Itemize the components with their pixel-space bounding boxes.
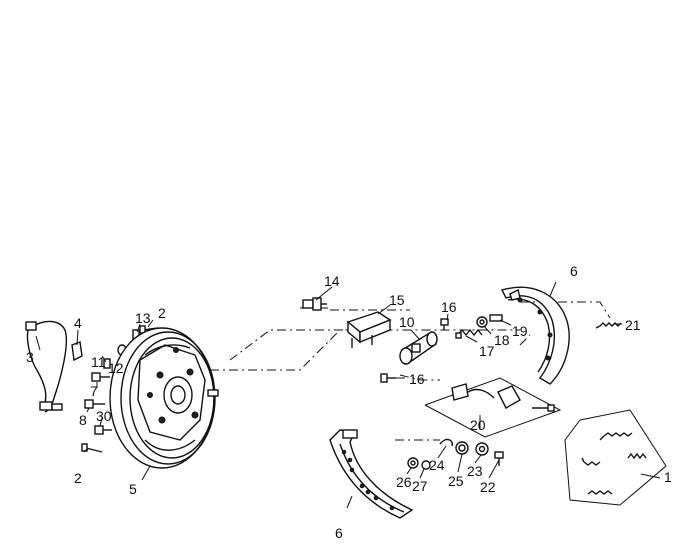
callout-25: 25 [448,473,464,489]
lever-assembly [424,377,562,438]
callout-12: 12 [108,360,124,376]
callout-6-upper: 6 [570,263,578,279]
callout-11: 11 [91,354,106,370]
washers-18-19 [476,314,503,328]
callout-23: 23 [467,463,483,479]
callout-4: 4 [74,315,82,331]
wheel-cylinder [399,331,438,365]
callout-26: 26 [396,474,412,490]
callout-1: 1 [664,469,672,485]
callout-22: 22 [480,479,496,495]
return-spring [595,322,622,329]
callout-21: 21 [625,317,641,333]
screw-upper [440,318,449,330]
callout-10: 10 [399,314,415,330]
adjuster-block [346,311,392,348]
brake-shoe-lower [329,429,414,519]
callout-2-lower: 2 [74,470,82,486]
callout-24: 24 [429,457,445,473]
callout-27: 27 [412,478,428,494]
adjusting-spring [455,328,483,339]
screw-lower [380,373,396,383]
callout-14: 14 [324,273,340,289]
callout-2-upper: 2 [158,305,166,321]
callout-30: 30 [96,408,112,424]
callout-17: 17 [479,343,495,359]
bleeder-screw [302,297,327,311]
callout-6-lower: 6 [335,525,343,541]
callout-18: 18 [494,332,510,348]
callout-16-upper: 16 [441,299,457,315]
spring-kit [564,409,667,506]
callout-7: 7 [90,383,98,399]
callout-15: 15 [389,292,405,308]
callout-19: 19 [512,323,528,339]
backing-plate [109,327,219,469]
callout-20: 20 [470,417,486,433]
callout-13: 13 [135,310,151,326]
callout-3: 3 [26,349,34,365]
callout-5: 5 [129,481,137,497]
brake-line-assembly [25,320,68,413]
leader-lines [35,281,661,509]
hardware-22-27 [407,438,504,470]
callout-labels: 1 2 2 3 4 5 6 6 7 8 10 11 12 13 14 15 16… [26,263,672,541]
callout-16-lower: 16 [409,371,425,387]
callout-8: 8 [79,412,87,428]
brake-shoe-upper [500,286,570,385]
